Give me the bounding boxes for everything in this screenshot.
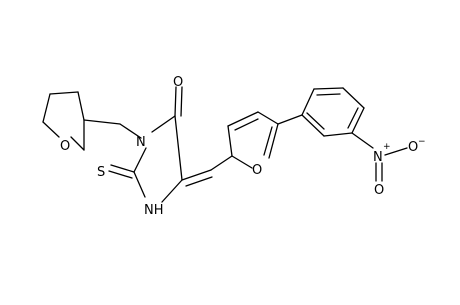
oxygen-nitro-single-label: O — [408, 140, 418, 155]
thf-ring — [42, 91, 85, 151]
nitrogen-nh-label: NH — [144, 203, 164, 218]
biaryl-bond — [277, 114, 303, 125]
benzene-ring — [301, 87, 365, 137]
oxygen-carbonyl-label: O — [173, 75, 183, 90]
methylene-linker — [83, 119, 142, 139]
imidazolidinone-ring — [108, 86, 183, 203]
nitro-o-charge-label: − — [418, 137, 426, 147]
exocyclic-double-bond — [181, 155, 233, 187]
oxygen-furan-label: O — [252, 163, 262, 178]
nitrogen-nitro-label: N — [373, 150, 383, 165]
sulfur-label: S — [97, 165, 105, 180]
nitro-group — [351, 132, 408, 182]
furan-ring — [227, 111, 279, 169]
nitro-n-charge-label: + — [383, 142, 391, 152]
oxygen-thf-label: O — [60, 139, 70, 154]
nitrogen-ring-label: N — [136, 135, 146, 150]
oxygen-nitro-double-label: O — [374, 183, 384, 198]
